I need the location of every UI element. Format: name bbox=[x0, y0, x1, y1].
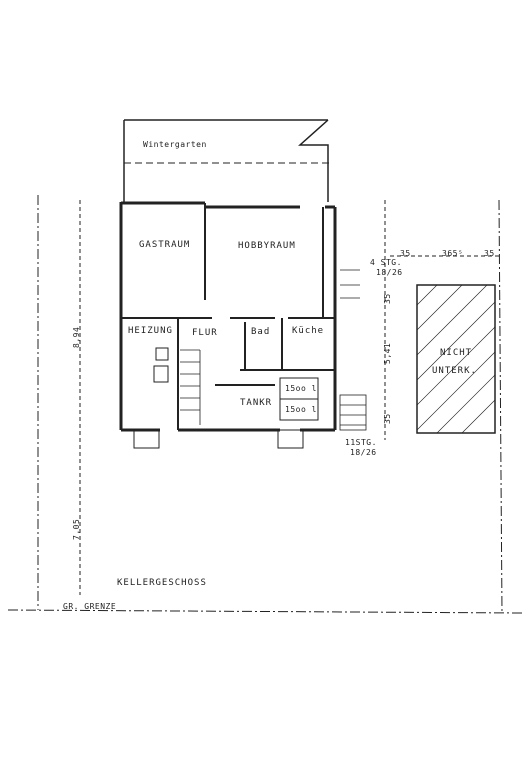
heating-unit-2 bbox=[153, 365, 169, 383]
label-wintergarten: Wintergarten bbox=[143, 140, 207, 149]
stair-outside bbox=[339, 269, 367, 431]
dim-35-a: 35 bbox=[400, 249, 411, 258]
label-bad: Bad bbox=[251, 327, 271, 337]
label-tank-1: 15oo l bbox=[285, 384, 317, 393]
unexcavated-hatch bbox=[416, 284, 496, 434]
label-stair-11: 11STG. bbox=[345, 438, 377, 447]
label-tank-2: 15oo l bbox=[285, 405, 317, 414]
dim-35-d: 35 bbox=[383, 413, 392, 424]
label-stair-4-ratio: 18/26 bbox=[376, 268, 403, 277]
dim-3655: 365⁵ bbox=[442, 249, 464, 258]
dim-541: 5,41 bbox=[383, 342, 392, 364]
window-wells bbox=[133, 429, 304, 449]
wintergarten-outline bbox=[123, 119, 329, 202]
label-nicht: NICHT bbox=[440, 348, 473, 358]
label-kellergeschoss: KELLERGESCHOSS bbox=[117, 578, 207, 588]
interior-walls bbox=[121, 203, 335, 430]
heating-unit bbox=[155, 347, 169, 361]
label-unterk: UNTERK. bbox=[432, 366, 477, 376]
label-heizung: HEIZUNG bbox=[128, 326, 173, 336]
unexcavated-box bbox=[416, 284, 496, 434]
label-stair-11-ratio: 18/26 bbox=[350, 448, 377, 457]
label-hobbyraum: HOBBYRAUM bbox=[238, 241, 296, 251]
label-stair-4: 4 STG. bbox=[370, 258, 402, 267]
outer-walls bbox=[119, 201, 337, 432]
dim-705: 7,05 bbox=[72, 518, 81, 540]
dim-35-c: 35 bbox=[383, 293, 392, 304]
dim-894: 8,94 bbox=[72, 326, 81, 348]
dimension-lines bbox=[79, 200, 500, 595]
label-gastraum: GASTRAUM bbox=[139, 240, 191, 250]
label-kueche: Küche bbox=[292, 326, 325, 336]
dim-35-b: 35 bbox=[484, 249, 495, 258]
property-boundary bbox=[7, 195, 523, 614]
label-grenze: GR. GRENZE bbox=[63, 602, 117, 611]
stair-flur bbox=[180, 349, 201, 425]
label-flur: FLUR bbox=[192, 328, 218, 338]
label-tankr: TANKR bbox=[240, 398, 273, 408]
